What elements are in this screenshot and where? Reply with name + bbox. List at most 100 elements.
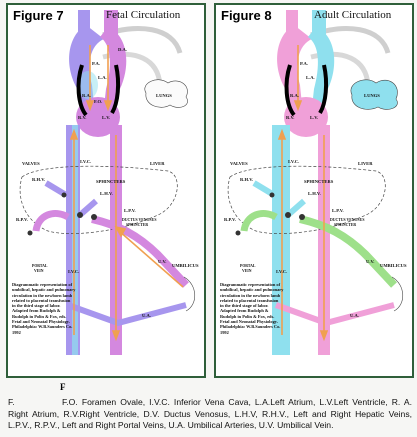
- right-atrium-shape: [78, 71, 98, 99]
- label-uv: U.V.: [366, 259, 374, 264]
- figure-7-caption: Diagrammatic representation of umbilical…: [12, 282, 110, 335]
- label-rpv: R.P.V.: [16, 217, 28, 222]
- umbilicus-loop: [391, 276, 404, 312]
- caption-line: related to placental transfusion: [12, 297, 71, 303]
- label-ra: R.A.: [290, 93, 299, 98]
- left-hepatic-vein: [286, 198, 306, 218]
- label-ra: R.A.: [82, 93, 91, 98]
- label-valves: VALVES: [22, 161, 40, 166]
- portal-sphincter: [235, 230, 241, 236]
- ivc-column: [272, 125, 290, 355]
- aortic-arch-left: [277, 25, 312, 125]
- label-liver: LIVER: [150, 161, 165, 166]
- caption-line: Fetal and Neonatal Physiology.: [220, 319, 278, 325]
- svc-right: [104, 10, 118, 40]
- figure-8-panel: P.A. L.A. R.A. R.V. L.V. LUNGS VALVES I.…: [214, 3, 414, 378]
- caption-line: umbilical, hepatic and pulmonary: [220, 287, 284, 293]
- figure-8-caption: Diagrammatic representation of umbilical…: [220, 282, 318, 335]
- caption-line: related to placental transfusion: [220, 297, 279, 303]
- label-uv: U.V.: [158, 259, 166, 264]
- caption-line: Philadelphia: W.B.Saunders Co.: [12, 324, 73, 330]
- label-lv: L.V.: [310, 115, 318, 120]
- label-pa: P.A.: [300, 61, 308, 66]
- caption-line: 1992: [12, 329, 21, 335]
- ductus-sphincter-1: [285, 212, 291, 218]
- label-portal: PORTAL: [240, 264, 256, 268]
- adult-circulation-diagram: P.A. L.A. R.A. R.V. L.V. LUNGS VALVES I.…: [224, 10, 407, 355]
- label-lhv: L.H.V.: [308, 191, 321, 196]
- label-sphincter: SPHINCTER: [334, 223, 356, 227]
- flow-arrows: [277, 45, 329, 342]
- figure-8-subtitle: Adult Circulation: [314, 9, 392, 21]
- figure-8-title: Figure 8: [221, 8, 272, 23]
- label-ivc: I.V.C.: [288, 159, 299, 164]
- label-vein: VEIN: [34, 269, 44, 273]
- label-lv: L.V.: [102, 115, 110, 120]
- ductus-sphincter-2: [299, 214, 305, 220]
- fetal-circulation-diagram: P.A. L.A. R.A. F.O. R.V. L.V. D.A. LUNGS…: [16, 10, 199, 355]
- label-la: L.A.: [306, 75, 315, 80]
- ductus-sphincter-2: [91, 214, 97, 220]
- right-portal-vein: [32, 210, 70, 232]
- label-rv: R.V.: [286, 115, 294, 120]
- umbilical-vein: [299, 215, 397, 288]
- right-portal-vein: [240, 210, 278, 232]
- portal-sphincter: [27, 230, 33, 236]
- caption-line: 1992: [220, 329, 229, 335]
- label-ductus: DUCTUS VENOSUS: [122, 218, 156, 222]
- footnote-lead: F.: [8, 397, 15, 407]
- label-sphincters: SPHINCTERS: [304, 179, 334, 184]
- label-umbilicus: UMBILICUS: [380, 263, 407, 268]
- heart-ventricles: [284, 97, 328, 137]
- caption-line: Fetal and Neonatal Physiology.: [12, 319, 70, 325]
- label-rhv: R.H.V.: [32, 177, 45, 182]
- label-lpv: L.P.V.: [124, 208, 136, 213]
- label-lungs: LUNGS: [156, 93, 172, 98]
- umbilical-arteries: [66, 302, 187, 327]
- septum-right: [110, 64, 121, 115]
- umbilicus-loop: [183, 276, 196, 312]
- label-ductus: DUCTUS VENOSUS: [330, 218, 364, 222]
- svc-right: [312, 10, 326, 40]
- label-rv: R.V.: [78, 115, 86, 120]
- caption-line: Philadelphia: W.B.Saunders Co.: [220, 324, 281, 330]
- flow-arrows: [69, 45, 184, 342]
- label-valves: VALVES: [230, 161, 248, 166]
- caption-line: Rudolph in Polin & Fox, eds.: [220, 313, 275, 319]
- label-ua: U.A.: [142, 313, 151, 318]
- label-lhv: L.H.V.: [100, 191, 113, 196]
- left-hepatic-vein: [78, 198, 98, 218]
- label-ua: U.A.: [350, 313, 359, 318]
- septum-left: [284, 64, 296, 117]
- label-fo: F.O.: [94, 99, 102, 104]
- hepatic-sphincter: [61, 192, 67, 198]
- caption-line: in the third stage of labor.: [12, 303, 61, 309]
- figure-7-subtitle: Fetal Circulation: [106, 9, 181, 21]
- label-ivc: I.V.C.: [80, 159, 91, 164]
- label-ivc-lower: I.V.C.: [68, 269, 79, 274]
- footnote-text: F.O. Foramen Ovale, I.V.C. Inferior Vena…: [8, 397, 412, 430]
- label-da: D.A.: [118, 47, 127, 52]
- label-rhv: R.H.V.: [240, 177, 253, 182]
- label-la: L.A.: [98, 75, 107, 80]
- hepatic-sphincter: [269, 192, 275, 198]
- label-umbilicus: UMBILICUS: [172, 263, 199, 268]
- caption-line: circulation in the newborn lamb: [12, 292, 73, 298]
- septum-right: [318, 64, 329, 115]
- svc-left: [286, 10, 298, 40]
- label-lpv: L.P.V.: [332, 208, 344, 213]
- ductus-sphincter-1: [77, 212, 83, 218]
- caption-line: Adapted from Rudolph &: [220, 308, 269, 314]
- caption-line: Diagrammatic representation of: [220, 282, 281, 287]
- septum-left: [76, 64, 88, 117]
- label-lungs: LUNGS: [364, 93, 380, 98]
- caption-line: in the third stage of labor.: [220, 303, 269, 309]
- label-sphincters: SPHINCTERS: [96, 179, 126, 184]
- umbilical-vein: [91, 215, 189, 288]
- caption-line: Rudolph in Polin & Fox, eds.: [12, 313, 67, 319]
- figure-mark: F: [60, 382, 66, 392]
- caption-line: Adapted from Rudolph &: [12, 308, 61, 314]
- caption-line: Diagrammatic representation of: [12, 282, 73, 287]
- caption-line: umbilical, hepatic and pulmonary: [12, 287, 76, 293]
- figure-7-panel: P.A. L.A. R.A. F.O. R.V. L.V. D.A. LUNGS…: [6, 3, 206, 378]
